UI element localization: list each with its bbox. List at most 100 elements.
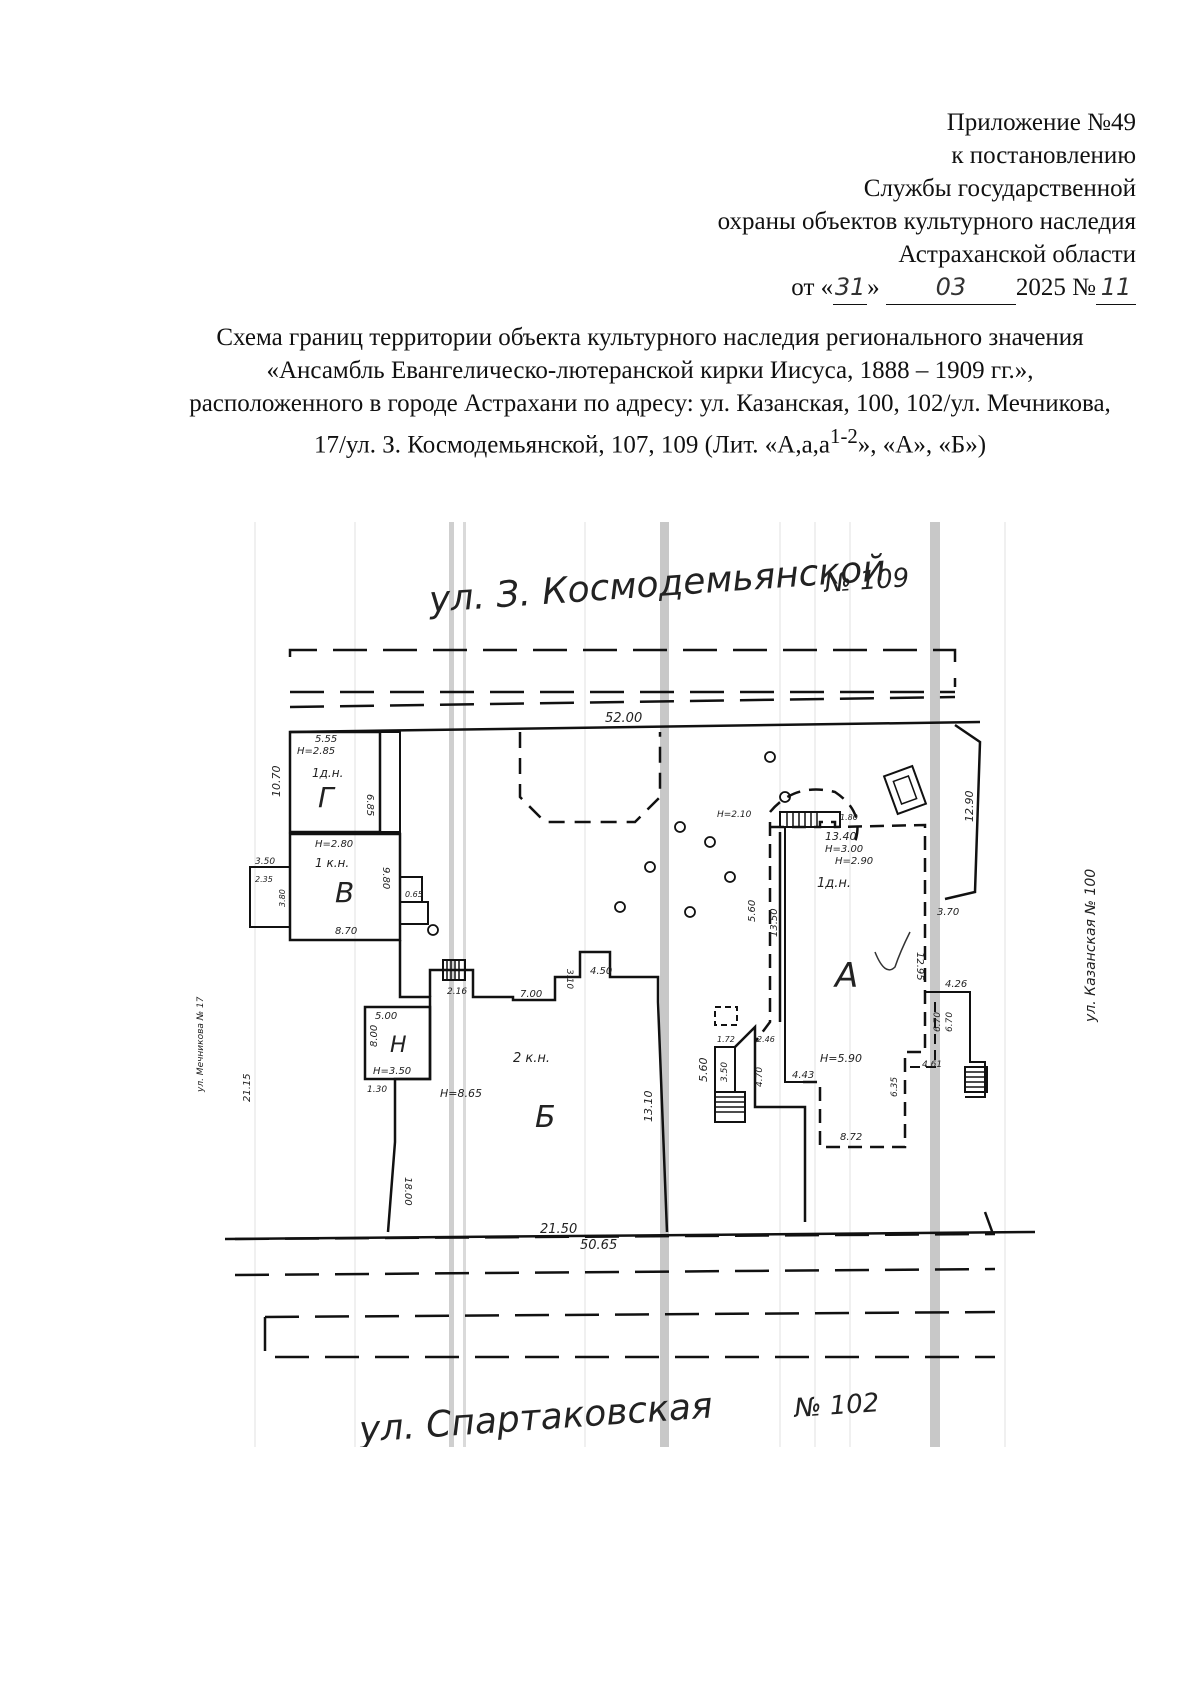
- building-a-dashed-outline: [770, 820, 927, 1149]
- dim-a-top: 13.40: [825, 830, 857, 843]
- dim-b-step: 3.10: [564, 969, 574, 989]
- dim-v-small: 0.65: [405, 890, 423, 899]
- dim-v-ext: 3.50: [255, 857, 275, 867]
- issuing-region: Астраханской области: [898, 241, 1136, 268]
- building-a-height: H=3.00: [825, 844, 863, 855]
- right-annex-stair: [964, 1066, 988, 1093]
- building-a-tower-marker: [882, 764, 928, 816]
- dim-right-wall: 12.90: [963, 791, 976, 823]
- building-g-letter: Г: [318, 781, 336, 814]
- street-right-label: ул. Казанская № 100: [1083, 869, 1099, 1023]
- building-a-tower-inner: [892, 775, 918, 805]
- building-v-height: H=2.80: [315, 839, 353, 850]
- dim-a-ext3: 6.70: [945, 1012, 955, 1032]
- building-b-floors: 2 к.н.: [513, 1051, 550, 1066]
- site-plan: ул. З. Космодемьянской № 109 ул. Спартак…: [195, 522, 1125, 1447]
- building-b-stair: [442, 959, 466, 981]
- decree-reference: к постановлению: [951, 142, 1136, 169]
- appendix-number: Приложение №49: [946, 109, 1136, 136]
- dim-lane-w: 5.60: [697, 1058, 710, 1083]
- scheme-title: Схема границ территории объекта культурн…: [180, 321, 1120, 461]
- scheme-title-text: Схема границ территории объекта культурн…: [189, 324, 1111, 459]
- street-left-label: ул. Мечникова № 17: [196, 996, 206, 1093]
- building-b-stair-steps: [446, 960, 460, 980]
- scheme-title-end: », «А», «Б»): [857, 431, 987, 459]
- issuing-service-cont: охраны объектов культурного наследия: [717, 208, 1136, 235]
- building-b-letter: Б: [535, 1100, 556, 1135]
- building-g-annex: [379, 731, 401, 833]
- building-a2-height: H=5.90: [820, 1052, 862, 1065]
- building-a-right-annex-dashed: [905, 1002, 936, 1068]
- dim-b-right: 13.10: [642, 1091, 655, 1123]
- scheme-title-superscript: 1-2: [830, 424, 858, 448]
- dim-left-outer: 21.15: [242, 1073, 253, 1102]
- lane-stair-steps: [715, 1096, 745, 1113]
- scan-stripe: [463, 522, 466, 1447]
- street-top-label: ул. З. Космодемьянской: [427, 548, 887, 621]
- handwritten-month: 03: [885, 271, 1016, 305]
- parcel-boundary: [224, 720, 1036, 1241]
- scan-faint-lines: [254, 522, 1006, 1447]
- building-a-inner-wall: [784, 827, 805, 1083]
- building-a-right-annex: [925, 991, 986, 1098]
- building-b-outline: [428, 950, 669, 1233]
- dim-a-right: 12.95: [914, 952, 925, 981]
- dim-a-low: 6.35: [890, 1077, 900, 1097]
- building-g-height: H=2.85: [297, 746, 335, 757]
- dim-v-ext3: 3.80: [278, 889, 287, 907]
- apse-dashed-outline: [769, 788, 859, 843]
- handwritten-decree-number: 11: [1096, 271, 1136, 305]
- dim-n-top: 5.00: [375, 1011, 397, 1022]
- building-n-letter: Н: [390, 1033, 407, 1058]
- building-a-dashed-left: [754, 822, 772, 1043]
- lane-wall: [734, 1023, 807, 1222]
- dim-lane-c: 1.72: [717, 1035, 735, 1044]
- dim-n-bottom: 1.30: [367, 1085, 387, 1095]
- dim-lane-f: 5.60: [747, 900, 758, 922]
- courtyard-dashed-outline: [518, 732, 662, 824]
- dim-lane-d: 2.46: [757, 1035, 775, 1044]
- left-lane-wall: [386, 940, 432, 1233]
- dim-right-tiny: 1.80: [840, 813, 858, 822]
- handwritten-mark: [874, 931, 911, 971]
- dim-lane-h: 3.50: [720, 1062, 730, 1082]
- building-b-height: H=8.65: [440, 1087, 482, 1100]
- building-g-floors: 1д.н.: [312, 766, 343, 780]
- issuing-service: Службы государственной: [863, 175, 1136, 202]
- dim-lane-e: 4.70: [755, 1067, 765, 1087]
- dim-a-mid: 4.43: [792, 1070, 814, 1081]
- dim-v-ext2: 2.35: [255, 875, 273, 884]
- right-annex-stair-steps: [965, 1071, 987, 1088]
- building-a-floors: 1д.н.: [817, 876, 851, 891]
- dim-b-top: 7.00: [520, 989, 542, 1000]
- dim-g-left: 10.70: [270, 766, 283, 798]
- dim-g-right: 6.85: [364, 794, 375, 816]
- dim-v-bottom: 8.70: [335, 926, 357, 937]
- scan-stripe: [660, 522, 669, 1447]
- street-top-dashed-lines: [288, 648, 957, 709]
- dim-g-top: 5.55: [315, 734, 337, 745]
- dim-n-left: 8.00: [369, 1025, 380, 1047]
- building-v-floors: 1 к.н.: [315, 856, 349, 870]
- handwritten-day: 31: [833, 271, 868, 305]
- scan-stripe: [449, 522, 454, 1447]
- dim-v-left: 9.80: [380, 867, 391, 889]
- building-v-letter: В: [335, 876, 354, 909]
- scan-stripe: [930, 522, 940, 1447]
- building-a-height-low: H=2.90: [835, 856, 873, 867]
- dim-b-top2: 4.50: [590, 966, 612, 977]
- street-bottom-number: № 102: [791, 1388, 880, 1424]
- dim-a-left: 13.50: [769, 908, 780, 937]
- street-top-number: № 109: [821, 563, 910, 599]
- dim-bottom: 50.65: [580, 1238, 617, 1253]
- building-a-letter: А: [833, 956, 858, 996]
- dim-a-bottom: 8.72: [840, 1132, 862, 1143]
- date-quote-close: »: [867, 274, 880, 301]
- building-v-extension: [249, 866, 290, 928]
- dim-a-ext2: 4.61: [922, 1060, 942, 1070]
- building-v-step: [399, 901, 429, 925]
- tree-markers: [427, 751, 791, 936]
- building-n-height: H=3.50: [373, 1066, 411, 1077]
- site-plan-drawing: ул. З. Космодемьянской № 109 ул. Спартак…: [196, 522, 1099, 1447]
